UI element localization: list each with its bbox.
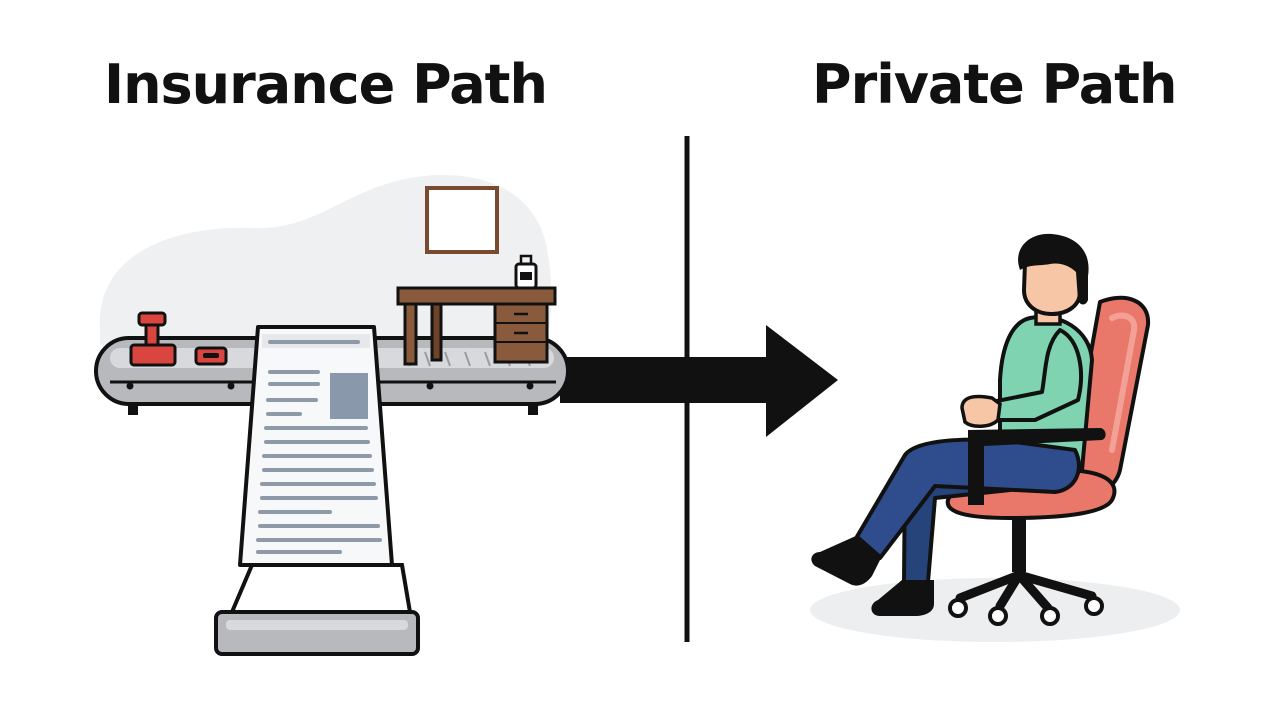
insurance-path-title: Insurance Path [104,53,548,116]
person-icon [811,233,1094,616]
stamp-icon [129,311,177,367]
bottle-icon [514,254,538,290]
document-icon [214,325,420,656]
chair-armrest [968,428,1106,505]
desk-icon [396,286,557,366]
private-path-title: Private Path [812,53,1177,116]
frame-icon [425,186,499,254]
stamp-pad-icon [194,346,228,366]
arrow-icon [560,325,838,437]
